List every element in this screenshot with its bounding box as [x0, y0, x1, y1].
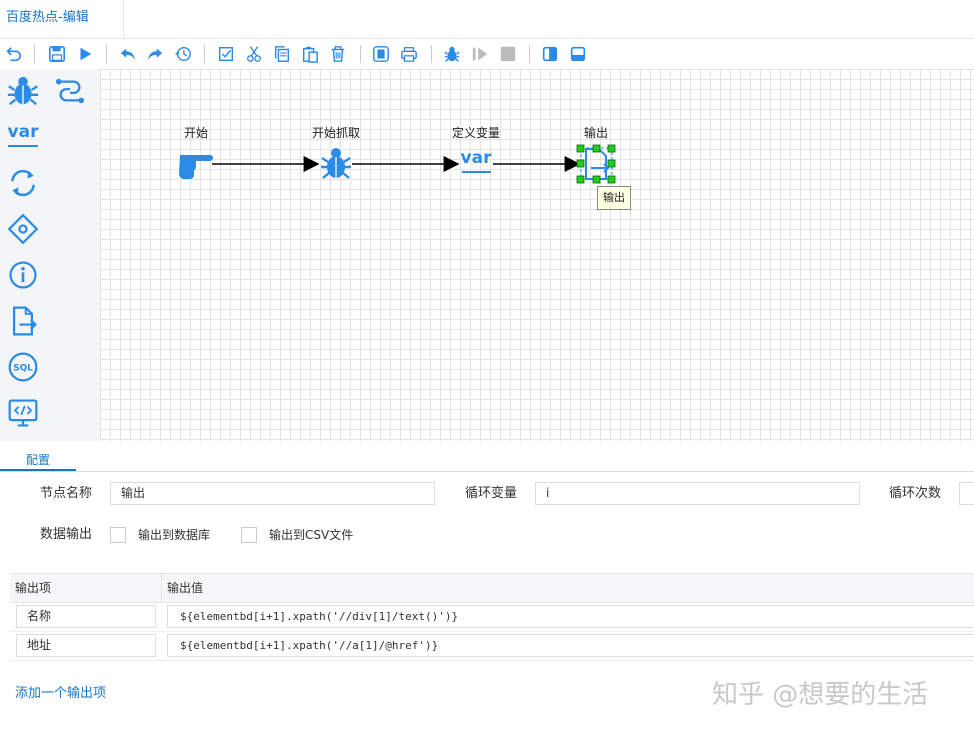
palette-var-icon[interactable]: var: [5, 119, 41, 151]
palette-sql-icon[interactable]: SQL: [5, 349, 41, 385]
cut-icon[interactable]: [243, 43, 265, 65]
history-icon[interactable]: [172, 43, 194, 65]
save-icon[interactable]: [46, 43, 68, 65]
col-header-item: 输出项: [15, 581, 52, 595]
paste-icon[interactable]: [299, 43, 321, 65]
hand-pointer-icon[interactable]: [179, 155, 213, 179]
add-output-item-link[interactable]: 添加一个输出项: [15, 686, 107, 701]
undo-arrow-icon[interactable]: [117, 43, 139, 65]
palette-code-icon[interactable]: [5, 395, 41, 431]
node-palette: var SQL: [0, 69, 100, 441]
svg-text:var: var: [461, 148, 493, 168]
table-row: 名称 ${elementbd[i+1].xpath('//div[1]/text…: [10, 602, 974, 632]
output-value-input[interactable]: ${elementbd[i+1].xpath('//div[1]/text()'…: [167, 605, 974, 628]
palette-loop-icon[interactable]: [5, 165, 41, 201]
step-icon[interactable]: [469, 43, 491, 65]
to-csv-checkbox[interactable]: [241, 527, 257, 543]
col-header-value: 输出值: [167, 581, 204, 595]
redo-arrow-icon[interactable]: [144, 43, 166, 65]
node-label-start: 开始: [183, 126, 209, 140]
to-db-label: 输出到数据库: [138, 528, 211, 542]
loop-count-input[interactable]: [959, 482, 974, 505]
table-row: 地址 ${elementbd[i+1].xpath('//a[1]/@href'…: [10, 631, 974, 661]
to-db-checkbox[interactable]: [110, 527, 126, 543]
toolbar: [0, 39, 974, 69]
data-output-label: 数据输出: [40, 527, 93, 542]
panel-left-icon[interactable]: [539, 43, 561, 65]
loop-count-label: 循环次数: [889, 486, 942, 501]
palette-info-icon[interactable]: [5, 257, 41, 293]
bug-icon[interactable]: [321, 148, 351, 179]
to-csv-label: 输出到CSV文件: [269, 528, 354, 542]
panel-bottom-icon[interactable]: [567, 43, 589, 65]
delete-icon[interactable]: [327, 43, 349, 65]
output-table-header: 输出项 输出值: [10, 573, 974, 603]
run-icon[interactable]: [74, 43, 96, 65]
output-icon[interactable]: [580, 147, 613, 180]
palette-link-icon[interactable]: [52, 75, 88, 107]
svg-text:SQL: SQL: [13, 364, 33, 374]
print-icon[interactable]: [398, 43, 420, 65]
loop-var-label: 循环变量: [465, 486, 518, 501]
output-value-input[interactable]: ${elementbd[i+1].xpath('//a[1]/@href')}: [167, 634, 974, 657]
node-name-input[interactable]: 输出: [110, 482, 435, 505]
node-tooltip: 输出: [597, 186, 631, 210]
node-label-crawl: 开始抓取: [311, 126, 361, 140]
node-label-var: 定义变量: [451, 126, 501, 140]
tab-config[interactable]: 配置: [0, 449, 76, 471]
palette-bug-icon[interactable]: [5, 73, 41, 109]
watermark: 知乎 @想要的生活: [712, 680, 929, 710]
debug-icon[interactable]: [441, 43, 463, 65]
flow-canvas[interactable]: 开始 开始抓取 定义变量 输出 var: [100, 69, 974, 441]
palette-output-icon[interactable]: [5, 303, 41, 339]
palette-condition-icon[interactable]: [5, 211, 41, 247]
stop-icon[interactable]: [497, 43, 519, 65]
copy-icon[interactable]: [271, 43, 293, 65]
config-tabs: 配置: [0, 449, 974, 472]
undo-icon[interactable]: [2, 43, 24, 65]
tab-bar: 百度热点-编辑: [0, 0, 974, 39]
var-icon[interactable]: var: [461, 148, 493, 173]
selection-handles[interactable]: [576, 144, 616, 184]
output-item-input[interactable]: 名称: [16, 605, 156, 628]
select-all-icon[interactable]: [215, 43, 237, 65]
node-label-output: 输出: [583, 126, 609, 140]
flow-graph: var: [179, 144, 616, 184]
tab-editor[interactable]: 百度热点-编辑: [0, 0, 124, 38]
export-icon[interactable]: [370, 43, 392, 65]
node-name-label: 节点名称: [40, 486, 93, 501]
loop-var-input[interactable]: i: [535, 482, 860, 505]
output-item-input[interactable]: 地址: [16, 634, 156, 657]
